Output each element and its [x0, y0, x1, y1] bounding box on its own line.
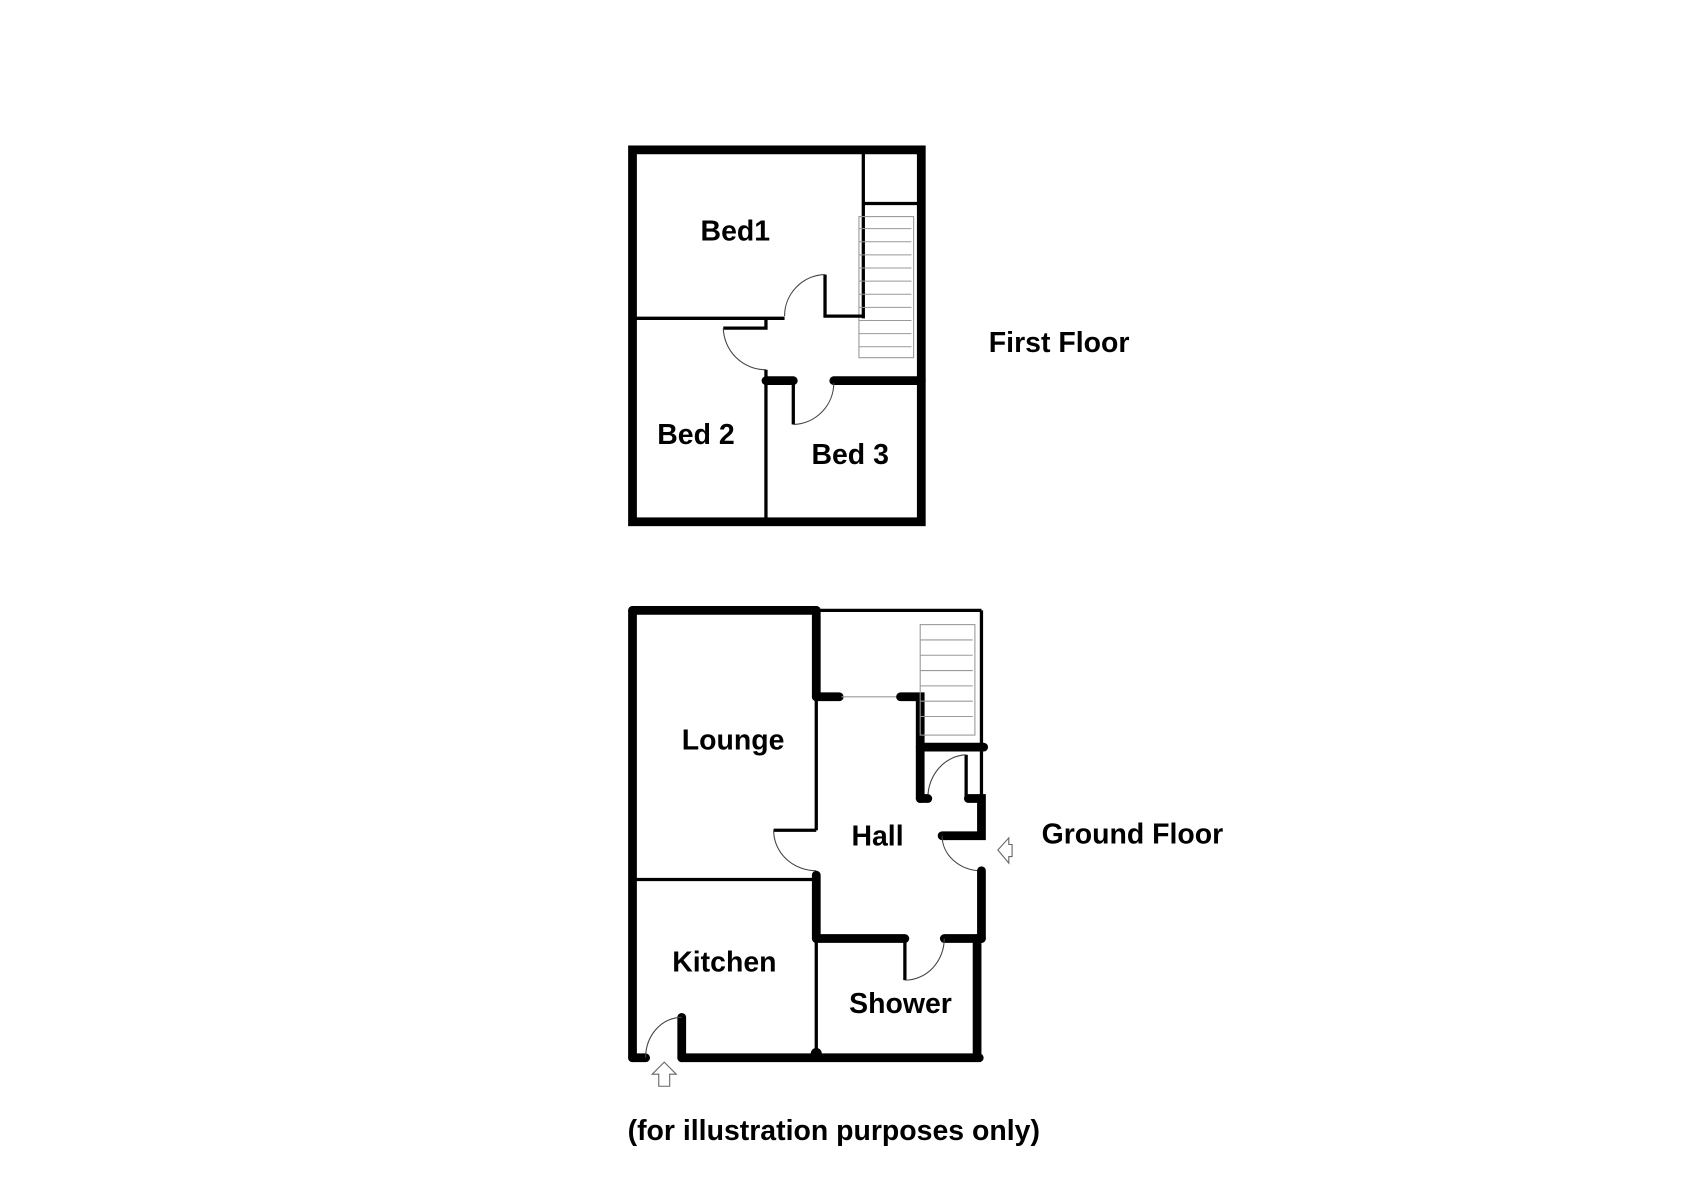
disclaimer: (for illustration purposes only) [628, 1115, 1040, 1147]
first-floor-plan: Bed1 Bed 2 Bed 3 [628, 145, 926, 527]
bed2-door-swing [722, 328, 766, 371]
ground-floor-title: Ground Floor [1042, 818, 1224, 850]
kitchen-door-swing [645, 1016, 682, 1058]
first-floor-outer-wall [628, 145, 926, 527]
room-label-kitchen: Kitchen [672, 946, 776, 978]
room-label-bed1: Bed1 [701, 216, 771, 248]
cupboard-door-swing [927, 754, 967, 799]
first-floor-stairs [858, 216, 915, 359]
room-label-bed2: Bed 2 [657, 419, 734, 451]
bed1-door-swing [784, 274, 826, 317]
bed2-door-leaf [723, 318, 768, 330]
ground-floor-stairs [919, 624, 976, 736]
room-label-lounge: Lounge [682, 724, 785, 756]
entrance-arrow-icon [997, 836, 1013, 865]
front-door-wall [937, 794, 986, 841]
rear-entrance-arrow-icon [650, 1061, 678, 1087]
bed3-door-swing [793, 382, 835, 425]
wall-junction [810, 1047, 822, 1059]
front-door-swing [941, 835, 982, 872]
room-label-bed3: Bed 3 [811, 439, 888, 471]
room-label-shower: Shower [849, 988, 952, 1020]
lounge-door-swing [773, 830, 817, 872]
room-label-hall: Hall [851, 821, 903, 853]
ground-floor-plan: Lounge Hall Kitchen Shower [628, 606, 1013, 1087]
first-floor-title: First Floor [989, 327, 1130, 359]
bed1-door-leaf [823, 274, 864, 318]
shower-door-swing [904, 938, 945, 981]
